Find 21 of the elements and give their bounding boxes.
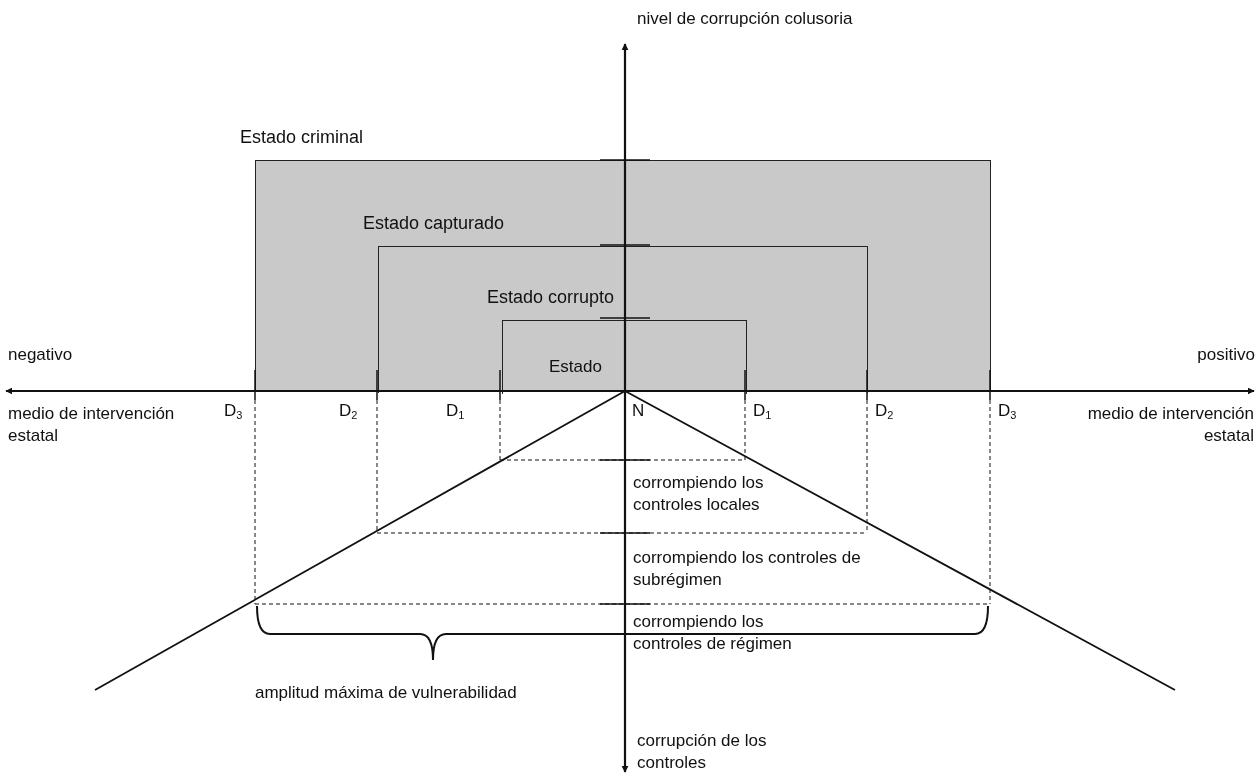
tick-label: D$_{2}$ bbox=[339, 400, 358, 422]
axis-label: positivo bbox=[1197, 344, 1255, 366]
axis-label: corrupción de los controles bbox=[637, 730, 768, 774]
state-label: Estado bbox=[549, 356, 602, 378]
tick-label: D$_{3}$ bbox=[224, 400, 243, 422]
brace-label: amplitud máxima de vulnerabilidad bbox=[255, 682, 517, 704]
level-label: corrompiendo los controles locales bbox=[633, 472, 765, 516]
tick-label: D$_{1}$ bbox=[446, 400, 465, 422]
axis-label: nivel de corrupción colusoria bbox=[637, 8, 853, 30]
axis-label: medio de intervención estatal bbox=[1086, 403, 1254, 447]
region-heading: Estado corrupto bbox=[487, 287, 615, 308]
region-heading: Estado capturado bbox=[363, 213, 505, 234]
tick-label: N bbox=[632, 400, 645, 422]
level-label: corrompiendo los controles de subrégimen bbox=[633, 547, 862, 591]
axis-label: medio de intervención estatal bbox=[8, 403, 176, 447]
tick-label: D$_{1}$ bbox=[753, 400, 772, 422]
tick-label: D$_{3}$ bbox=[998, 400, 1017, 422]
axis-label: negativo bbox=[8, 344, 73, 366]
tick-label: D$_{2}$ bbox=[875, 400, 894, 422]
level-label: corrompiendo los controles de régimen bbox=[633, 611, 793, 655]
region-heading: Estado criminal bbox=[240, 127, 364, 148]
